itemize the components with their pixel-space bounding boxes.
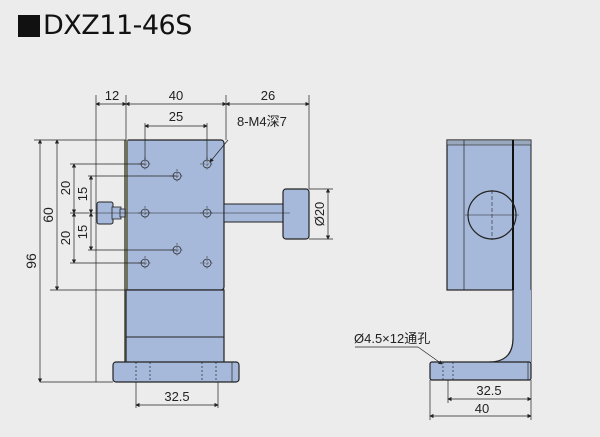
carriage-block [125, 139, 225, 291]
dim-inner-top: 15 [75, 187, 90, 201]
dim-hole-spacing-x: 25 [169, 109, 183, 124]
dim-left-offset: 12 [105, 88, 119, 103]
front-view: 12 40 26 25 8-M4深7 96 60 20 20 15 15 [23, 88, 333, 408]
base-flange [112, 361, 240, 383]
side-base [429, 361, 532, 381]
hole-spec-label: 8-M4深7 [237, 114, 287, 129]
dim-right-extension: 26 [261, 88, 275, 103]
model-number: DXZ11-46S [43, 10, 192, 41]
dim-side-hole-spacing: 32.5 [476, 383, 501, 398]
dim-outer-top: 20 [58, 181, 73, 195]
dim-base-hole-spacing: 32.5 [164, 389, 189, 404]
dim-knob-diameter: Ø20 [312, 202, 327, 227]
through-hole-spec: Ø4.5×12通孔 [354, 331, 430, 346]
dim-upper-height: 60 [40, 207, 56, 223]
dim-width: 40 [169, 88, 183, 103]
side-view: Ø4.5×12通孔 32.5 40 [354, 139, 532, 420]
dim-total-height: 96 [23, 253, 39, 269]
stage-body [125, 289, 225, 373]
black-square-icon [18, 14, 40, 37]
page-title: DXZ11-46S [18, 10, 192, 41]
dim-outer-bottom: 20 [58, 231, 73, 245]
dim-side-base-width: 40 [475, 401, 489, 416]
adjust-knob [282, 188, 310, 240]
dim-inner-bottom: 15 [75, 225, 90, 239]
